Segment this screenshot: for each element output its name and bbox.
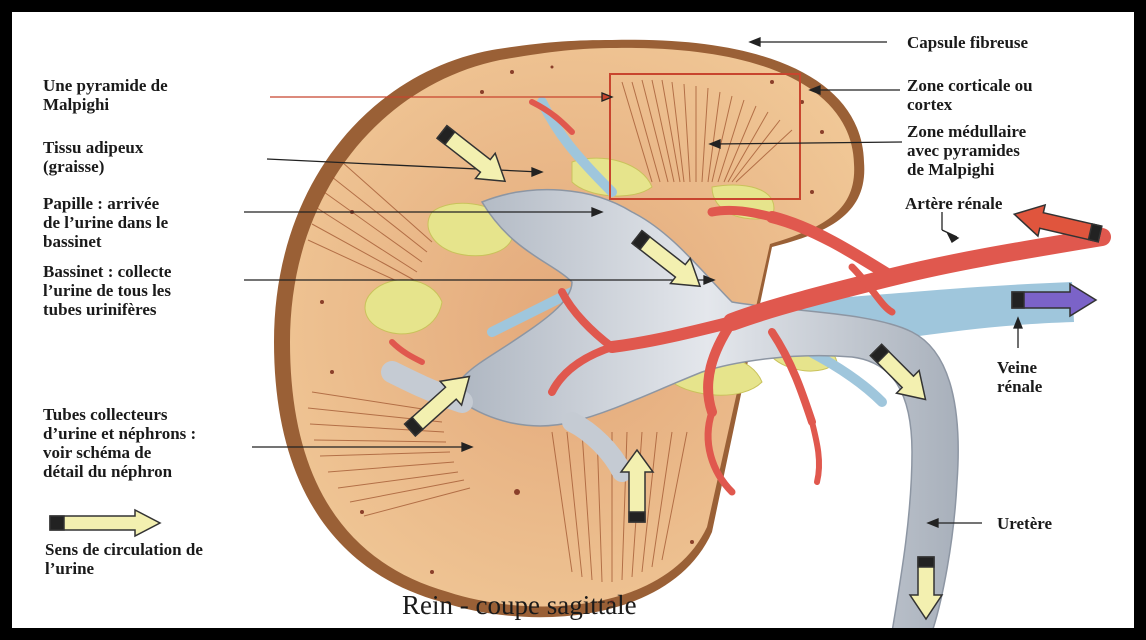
label-pyramide-malpighi: Une pyramide de Malpighi [43,76,168,114]
label-uretere: Uretère [997,514,1052,533]
label-zone-corticale: Zone corticale ou cortex [907,76,1033,114]
label-capsule-fibreuse: Capsule fibreuse [907,33,1028,52]
label-zone-medullaire: Zone médullaire avec pyramides de Malpig… [907,122,1026,179]
label-artere-renale: Artère rénale [905,194,1002,213]
label-veine-renale: Veine rénale [997,358,1042,396]
label-bassinet: Bassinet : collecte l’urine de tous les … [43,262,171,319]
diagram-title: Rein - coupe sagittale [402,590,637,621]
label-papille: Papille : arrivée de l’urine dans le bas… [43,194,168,251]
legend-text: Sens de circulation de l’urine [45,540,203,578]
legend-arrow-icon [50,510,160,536]
diagram-frame: Capsule fibreuse Une pyramide de Malpigh… [12,12,1134,628]
label-tubes-collecteurs: Tubes collecteurs d’urine et néphrons : … [43,405,196,481]
label-tissu-adipeux: Tissu adipeux (graisse) [43,138,143,176]
